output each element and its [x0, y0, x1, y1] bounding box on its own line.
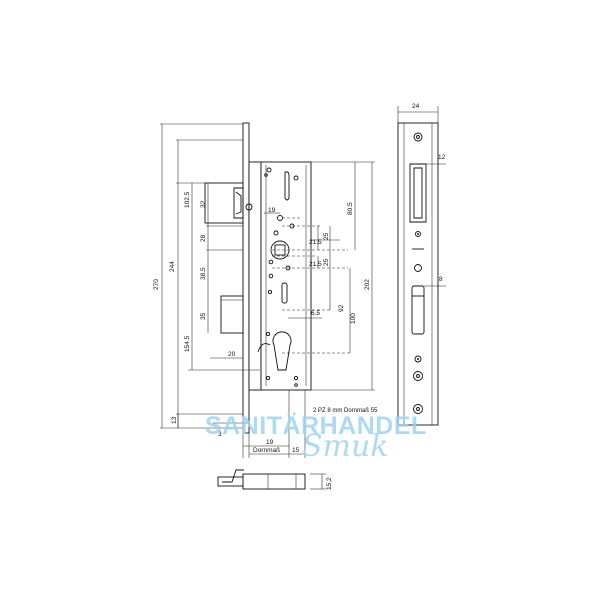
- dim-foot-15: 15: [292, 447, 300, 454]
- dim-foot-3: 3: [218, 431, 222, 438]
- dim-bottom-13: 13: [171, 416, 178, 424]
- dim-square-25-upper: 25: [323, 232, 330, 240]
- dim-plan-15-2: 15,2: [326, 477, 333, 490]
- dim-square-21-5-lower: 21.5: [309, 261, 322, 268]
- dim-bolt-38-5: 38.5: [200, 267, 207, 280]
- dim-strike-24: 24: [412, 103, 420, 110]
- dim-bolt-20: 20: [228, 351, 236, 358]
- watermark-brand-line: SANITÄRHANDEL: [205, 412, 427, 440]
- dim-foot-19: 19: [266, 439, 274, 446]
- dim-dornmass: Dornmaß: [253, 447, 280, 454]
- dim-height-80-5: 80.5: [347, 202, 354, 215]
- dim-height-244: 244: [169, 261, 176, 272]
- dim-overall-height: 270: [153, 279, 160, 290]
- dim-pitch-100: 100: [350, 313, 357, 324]
- dim-gap-28: 28: [200, 234, 207, 242]
- dim-height-202: 202: [364, 279, 371, 290]
- dim-pitch-92: 92: [338, 304, 345, 312]
- dim-plate-19: 19: [268, 207, 276, 214]
- dim-strike-12: 12: [438, 154, 446, 161]
- dim-note: 2 PZ 8 mm Dornmaß 55: [313, 408, 378, 414]
- watermark-signature-line: Smuk: [302, 429, 389, 464]
- dim-pin-6-5: 6.5: [311, 310, 320, 317]
- dimension-labels: 270 244 154.5 13 102.5 32 28 38.5 35 20 …: [153, 103, 446, 490]
- dim-latch-32: 32: [200, 200, 207, 208]
- strike-plate: [397, 106, 446, 426]
- lock-body: [204, 122, 312, 434]
- dim-square-21-5-upper: 21.5: [309, 239, 322, 246]
- dim-latch-102-5: 102.5: [184, 191, 191, 208]
- dim-square-25-lower: 25: [323, 258, 330, 266]
- plan-view: [217, 469, 326, 490]
- watermark: SANITÄRHANDEL Smuk: [205, 412, 427, 464]
- dim-strike-8: 8: [439, 276, 443, 283]
- dimension-lines: [160, 123, 375, 458]
- dim-height-154-5: 154.5: [184, 335, 191, 352]
- dim-bolt-35: 35: [200, 312, 207, 320]
